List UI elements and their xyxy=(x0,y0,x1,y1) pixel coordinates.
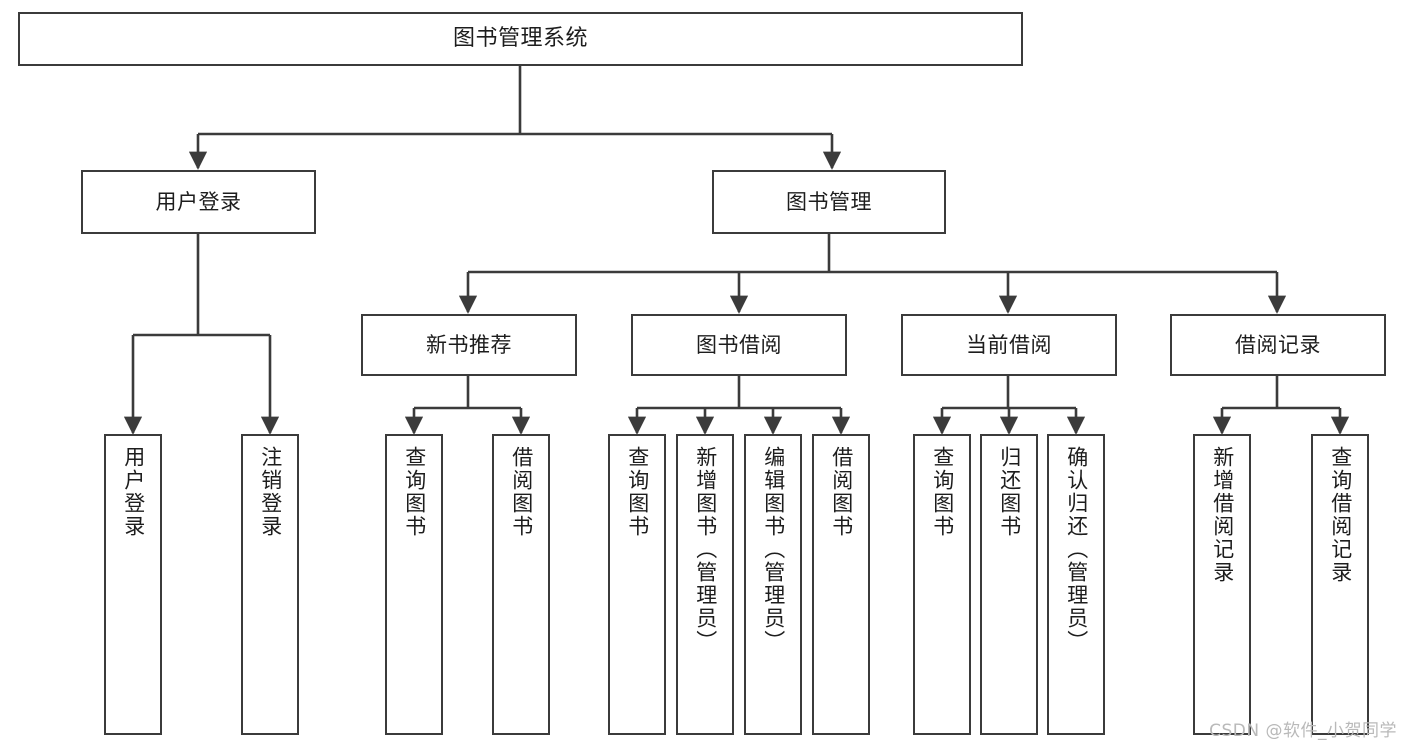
node-label: 借阅记录 xyxy=(1235,332,1321,357)
node-leaf-query-book-borrow[interactable]: 查询图书 xyxy=(608,434,666,735)
node-label: 确认归还（管理员） xyxy=(1064,446,1089,653)
node-label: 查询图书 xyxy=(402,446,427,538)
node-leaf-query-borrow-record[interactable]: 查询借阅记录 xyxy=(1311,434,1369,735)
node-current-borrow[interactable]: 当前借阅 xyxy=(901,314,1117,376)
node-label: 用户登录 xyxy=(155,189,242,214)
node-book-borrow[interactable]: 图书借阅 xyxy=(631,314,847,376)
node-label: 新增借阅记录 xyxy=(1210,446,1235,584)
node-leaf-query-book-recommend[interactable]: 查询图书 xyxy=(385,434,443,735)
node-leaf-user-login[interactable]: 用户登录 xyxy=(104,434,162,735)
node-label: 图书借阅 xyxy=(696,332,782,357)
node-leaf-add-borrow-record[interactable]: 新增借阅记录 xyxy=(1193,434,1251,735)
node-label: 用户登录 xyxy=(121,446,146,538)
node-borrow-record[interactable]: 借阅记录 xyxy=(1170,314,1386,376)
node-label: 借阅图书 xyxy=(829,446,854,538)
node-label: 图书管理 xyxy=(786,189,872,214)
node-label: 新增图书（管理员） xyxy=(693,446,718,653)
node-label: 图书管理系统 xyxy=(452,26,588,52)
node-label: 归还图书 xyxy=(997,446,1022,538)
node-leaf-borrow-book-recommend[interactable]: 借阅图书 xyxy=(492,434,550,735)
node-leaf-query-book-current[interactable]: 查询图书 xyxy=(913,434,971,735)
node-user-login[interactable]: 用户登录 xyxy=(81,170,316,234)
node-leaf-logout-login[interactable]: 注销登录 xyxy=(241,434,299,735)
node-book-management[interactable]: 图书管理 xyxy=(712,170,946,234)
node-label: 注销登录 xyxy=(258,446,283,538)
node-leaf-borrow-book[interactable]: 借阅图书 xyxy=(812,434,870,735)
node-leaf-confirm-return[interactable]: 确认归还（管理员） xyxy=(1047,434,1105,735)
node-root-book-management-system[interactable]: 图书管理系统 xyxy=(18,12,1023,66)
node-leaf-return-book[interactable]: 归还图书 xyxy=(980,434,1038,735)
node-new-book-recommend[interactable]: 新书推荐 xyxy=(361,314,577,376)
node-leaf-edit-book[interactable]: 编辑图书（管理员） xyxy=(744,434,802,735)
node-label: 新书推荐 xyxy=(426,332,512,357)
node-label: 借阅图书 xyxy=(509,446,534,538)
csdn-watermark: CSDN @软件_小贺同学 xyxy=(1209,721,1397,741)
node-label: 查询借阅记录 xyxy=(1328,446,1353,584)
node-label: 编辑图书（管理员） xyxy=(761,446,786,653)
node-label: 查询图书 xyxy=(625,446,650,538)
node-leaf-add-book[interactable]: 新增图书（管理员） xyxy=(676,434,734,735)
node-label: 查询图书 xyxy=(930,446,955,538)
node-label: 当前借阅 xyxy=(966,332,1052,357)
